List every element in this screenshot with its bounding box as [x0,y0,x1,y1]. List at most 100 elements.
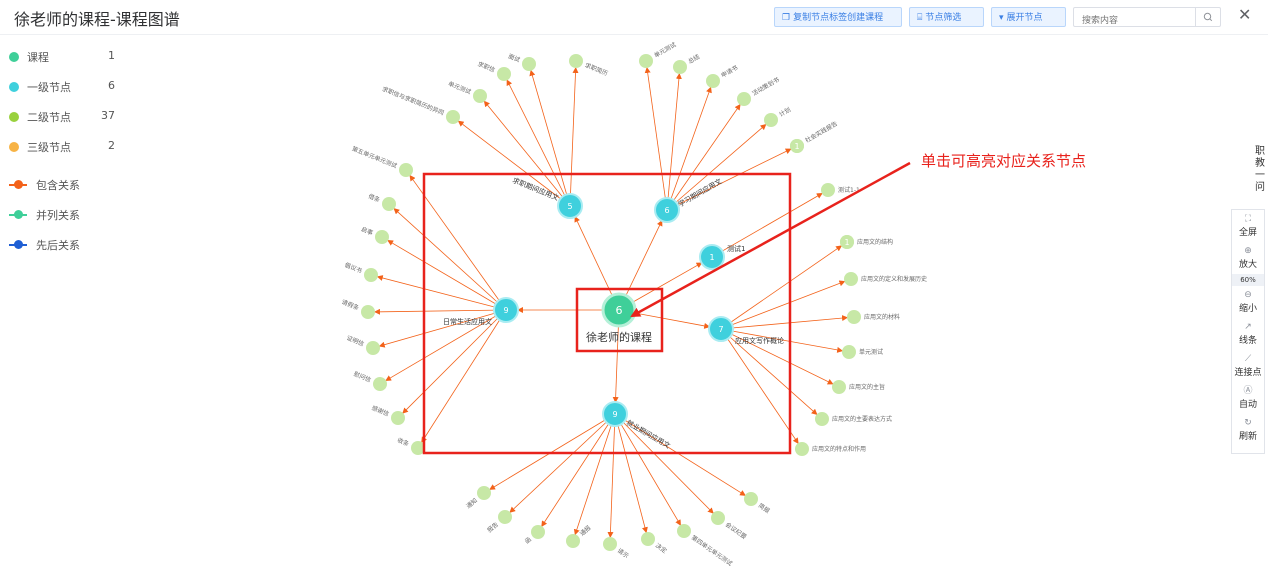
edge-l1-l2 [509,413,616,513]
level2-node[interactable] [373,377,387,391]
legend-level2[interactable]: 二级节点 37 [9,109,129,139]
legend-label: 课程 [27,51,49,64]
level2-node[interactable] [711,511,725,525]
level2-node[interactable] [498,510,512,524]
line-button[interactable]: ↗ 线条 [1232,318,1264,350]
legend-level1[interactable]: 一级节点 6 [9,79,129,109]
level2-node[interactable] [641,532,655,546]
connect-point-button[interactable]: ⟋ 连接点 [1232,350,1264,382]
level2-node[interactable] [382,197,396,211]
level1-node[interactable] [602,401,628,427]
level2-node[interactable] [522,57,536,71]
legend-contain-relation[interactable]: 包含关系 [9,177,129,207]
level2-label: 收条 [396,436,410,448]
level2-node[interactable] [677,524,691,538]
level1-node[interactable] [557,193,583,219]
caret-down-icon: ▾ [999,13,1004,23]
node-filter-button[interactable]: ⌸节点筛选 [909,7,984,27]
zoom-in-button[interactable]: ⊕ 放大 [1232,242,1264,274]
copy-create-course-button[interactable]: ❐复制节点标签创建课程 [774,7,902,27]
level2-node[interactable] [821,183,835,197]
relation-label: 包含关系 [36,179,80,192]
edge-l1-l2 [506,79,571,207]
level2-label: 简报 [757,501,771,514]
level2-node[interactable] [673,60,687,74]
level2-node[interactable] [473,89,487,103]
top-header: 徐老师的课程-课程图谱 ❐复制节点标签创建课程 ⌸节点筛选 ▾展开节点 ✕ [0,0,1268,35]
edge-l1-l2 [385,309,507,381]
level2-node[interactable] [399,163,413,177]
legend-sequence-relation[interactable]: 先后关系 [9,237,129,267]
level1-label: 就业期间应用文 [625,418,672,450]
edge-l1-l2 [541,413,616,527]
level2-node[interactable] [446,110,460,124]
level2-label: 函 [523,535,533,545]
edges-layer [373,66,849,539]
edge-l1-l2 [607,413,616,539]
legend-course[interactable]: 课程 1 [9,49,129,79]
level1-node[interactable] [708,316,734,342]
refresh-button[interactable]: ↻ 刷新 [1232,414,1264,446]
level1-node[interactable] [699,244,725,270]
level2-node[interactable] [844,272,858,286]
edge-l1-l2 [483,100,571,207]
search-input[interactable] [1074,12,1200,30]
level2-node[interactable] [737,92,751,106]
level2-node[interactable] [639,54,653,68]
level2-node[interactable] [815,412,829,426]
level2-node[interactable] [795,442,809,456]
level2-label: 应用文的主要表达方式 [832,415,892,423]
edge-l1-l2 [421,309,507,443]
level1-number: 7 [718,325,723,334]
contain-dot [14,180,23,189]
level2-node[interactable] [706,74,720,88]
relation-label: 并列关系 [36,209,80,222]
level2-node[interactable] [477,486,491,500]
edge-l1-l2 [720,245,843,330]
search-button[interactable] [1195,8,1220,26]
level2-node[interactable] [832,380,846,394]
page-title: 徐老师的课程-课程图谱 [14,10,180,29]
level2-node[interactable] [764,113,778,127]
edge-l1-l2 [720,328,799,445]
search-icon [1203,12,1213,22]
zoom-out-button[interactable]: ⊖ 缩小 [1232,286,1264,318]
legend-level3[interactable]: 三级节点 2 [9,139,129,169]
edge-l1-l2 [457,120,571,207]
side-vertical-text[interactable]: 职 教 一 问 [1254,146,1266,194]
level2-node[interactable] [375,230,389,244]
expand-nodes-button[interactable]: ▾展开节点 [991,7,1066,27]
level2-node[interactable] [497,67,511,81]
level2-node[interactable] [411,441,425,455]
edge-l1-l2 [666,86,712,211]
level2-node[interactable] [569,54,583,68]
edge-l1-l2 [666,148,792,211]
auto-button[interactable]: Ⓐ 自动 [1232,382,1264,414]
level2-node[interactable] [847,310,861,324]
level1-node[interactable] [493,297,519,323]
level2-node[interactable] [531,525,545,539]
edge-l1-l2 [529,69,571,207]
zoom-in-label: 放大 [1238,260,1257,270]
level2-node[interactable] [361,305,375,319]
level2-node[interactable] [603,537,617,551]
level3-node[interactable] [790,139,804,153]
level3-node[interactable] [840,235,854,249]
legend-parallel-relation[interactable]: 并列关系 [9,207,129,237]
level2-label: 面试 [507,52,521,64]
legend-count: 6 [108,79,115,92]
close-button[interactable]: ✕ [1238,6,1251,24]
level2-node[interactable] [364,268,378,282]
level2-node[interactable] [566,534,580,548]
level2-label: 活动策划书 [751,76,781,98]
level2-node[interactable] [391,411,405,425]
level1-node[interactable] [654,197,680,223]
level2-node[interactable] [744,492,758,506]
fullscreen-button[interactable]: ⛶ 全屏 [1232,210,1264,242]
level2-label: 慰问信 [353,370,373,384]
level2-label: 请示 [616,546,630,559]
level2-node[interactable] [366,341,380,355]
parallel-dot [14,210,23,219]
level2-node[interactable] [842,345,856,359]
